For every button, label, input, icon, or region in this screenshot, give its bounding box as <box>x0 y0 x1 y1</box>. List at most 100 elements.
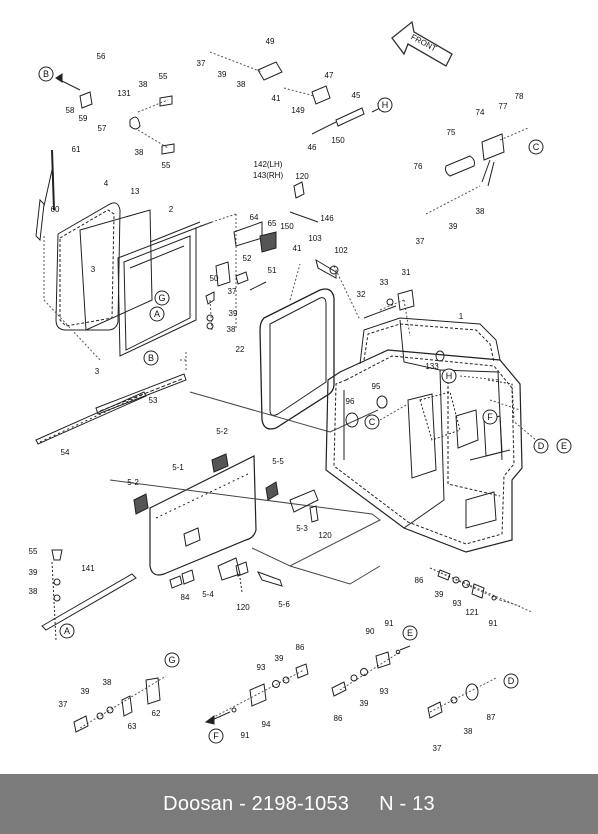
part-number-label: 38 <box>237 80 246 89</box>
part-number-label: 64 <box>250 213 259 222</box>
part-number-label: 93 <box>380 687 389 696</box>
callout-letter: A <box>64 626 70 636</box>
part-number-label: 5-4 <box>202 590 214 599</box>
part-number-label: 45 <box>352 91 361 100</box>
part-number-label: 86 <box>415 576 424 585</box>
part-number-label: 149 <box>291 106 305 115</box>
part-number-label: 146 <box>320 214 334 223</box>
callout-circle <box>528 139 544 155</box>
part-number-label: 41 <box>293 244 302 253</box>
callout-letter: C <box>533 142 540 152</box>
part-number-label: 38 <box>29 587 38 596</box>
callout-circle <box>143 350 159 366</box>
exploded-view-drawing: 5658595713138553855373938494741149454615… <box>29 20 572 753</box>
part-number-label: 150 <box>331 136 345 145</box>
callout-circle <box>164 652 180 668</box>
callout-letter: G <box>158 293 165 303</box>
callout-circle <box>402 625 418 641</box>
part-number-label: 86 <box>296 643 305 652</box>
part-number-label: 96 <box>346 397 355 406</box>
callout-letter: F <box>487 412 493 422</box>
callout-f-marker: F <box>208 728 224 744</box>
part-number-label: 62 <box>152 709 161 718</box>
callout-letter: E <box>561 441 567 451</box>
callout-letter: H <box>382 100 389 110</box>
callout-letter: G <box>168 655 175 665</box>
part-number-label: 120 <box>318 531 332 540</box>
callout-b-marker: B <box>143 350 159 366</box>
part-number-label: 41 <box>272 94 281 103</box>
part-number-label: 54 <box>61 448 70 457</box>
part-number-label: 60 <box>51 205 60 214</box>
callout-b-marker: B <box>38 66 54 82</box>
callout-letter: D <box>508 676 515 686</box>
callout-letter: C <box>369 417 376 427</box>
part-number-label: 91 <box>385 619 394 628</box>
part-number-label: 2 <box>169 205 174 214</box>
part-number-label: 38 <box>103 678 112 687</box>
part-number-label: 76 <box>414 162 423 171</box>
part-number-label: 22 <box>236 345 245 354</box>
part-number-label: 131 <box>117 89 131 98</box>
callout-c-marker: C <box>528 139 544 155</box>
callout-letter: F <box>213 731 219 741</box>
part-number-label: 3 <box>91 265 96 274</box>
part-number-label: 5-2 <box>127 478 139 487</box>
callout-circle <box>38 66 54 82</box>
callout-h-marker: H <box>377 97 393 113</box>
part-number-label: 63 <box>128 722 137 731</box>
part-reference-text: Doosan - 2198-1053 <box>163 792 350 815</box>
callout-circle <box>377 97 393 113</box>
footer-bar: Doosan - 2198-1053 N - 13 <box>0 774 598 834</box>
part-number-label: 133 <box>425 362 439 371</box>
part-number-label: 103 <box>308 234 322 243</box>
part-number-label: 37 <box>59 700 68 709</box>
callout-h-marker: H <box>441 368 457 384</box>
part-number-label: 77 <box>499 102 508 111</box>
part-number-label: 5-6 <box>278 600 290 609</box>
callout-f-marker: F <box>482 409 498 425</box>
part-number-label: 39 <box>229 309 238 318</box>
part-number-label: 5-2 <box>216 427 228 436</box>
part-number-label: 86 <box>334 714 343 723</box>
callout-g-marker: G <box>164 652 180 668</box>
part-number-label: 56 <box>97 52 106 61</box>
part-number-label: 39 <box>29 568 38 577</box>
part-number-label: 4 <box>104 179 109 188</box>
callout-letter: A <box>154 309 160 319</box>
part-number-label: 53 <box>149 396 158 405</box>
callout-letter: D <box>538 441 545 451</box>
part-number-label: 31 <box>402 268 411 277</box>
part-number-label: 91 <box>241 731 250 740</box>
part-number-label: 51 <box>268 266 277 275</box>
part-number-label: 39 <box>360 699 369 708</box>
part-number-label: 13 <box>131 187 140 196</box>
door-panel <box>109 455 381 585</box>
part-number-label: 120 <box>295 172 309 181</box>
callout-d-marker: D <box>533 438 549 454</box>
part-number-label: 39 <box>275 654 284 663</box>
part-number-label: 93 <box>257 663 266 672</box>
callout-a-marker: A <box>149 306 165 322</box>
callout-circle <box>154 290 170 306</box>
part-number-label: 38 <box>476 207 485 216</box>
part-number-label: 141 <box>81 564 95 573</box>
part-number-label: 39 <box>218 70 227 79</box>
part-number-label: 52 <box>243 254 252 263</box>
part-number-label: 33 <box>380 278 389 287</box>
callout-circle <box>208 728 224 744</box>
part-number-label: 38 <box>135 148 144 157</box>
callout-e-marker: E <box>556 438 572 454</box>
callout-circle <box>149 306 165 322</box>
part-number-label: 50 <box>210 274 219 283</box>
callout-circle <box>441 368 457 384</box>
part-number-label: 94 <box>262 720 271 729</box>
callout-c-marker: C <box>364 414 380 430</box>
part-number-label: 5-3 <box>296 524 308 533</box>
callout-circle <box>482 409 498 425</box>
part-number-label: 5-1 <box>172 463 184 472</box>
part-number-label: 142(LH) <box>254 160 283 169</box>
part-number-labels: 5658595713138553855373938494741149454615… <box>29 37 524 753</box>
part-number-label: 32 <box>357 290 366 299</box>
